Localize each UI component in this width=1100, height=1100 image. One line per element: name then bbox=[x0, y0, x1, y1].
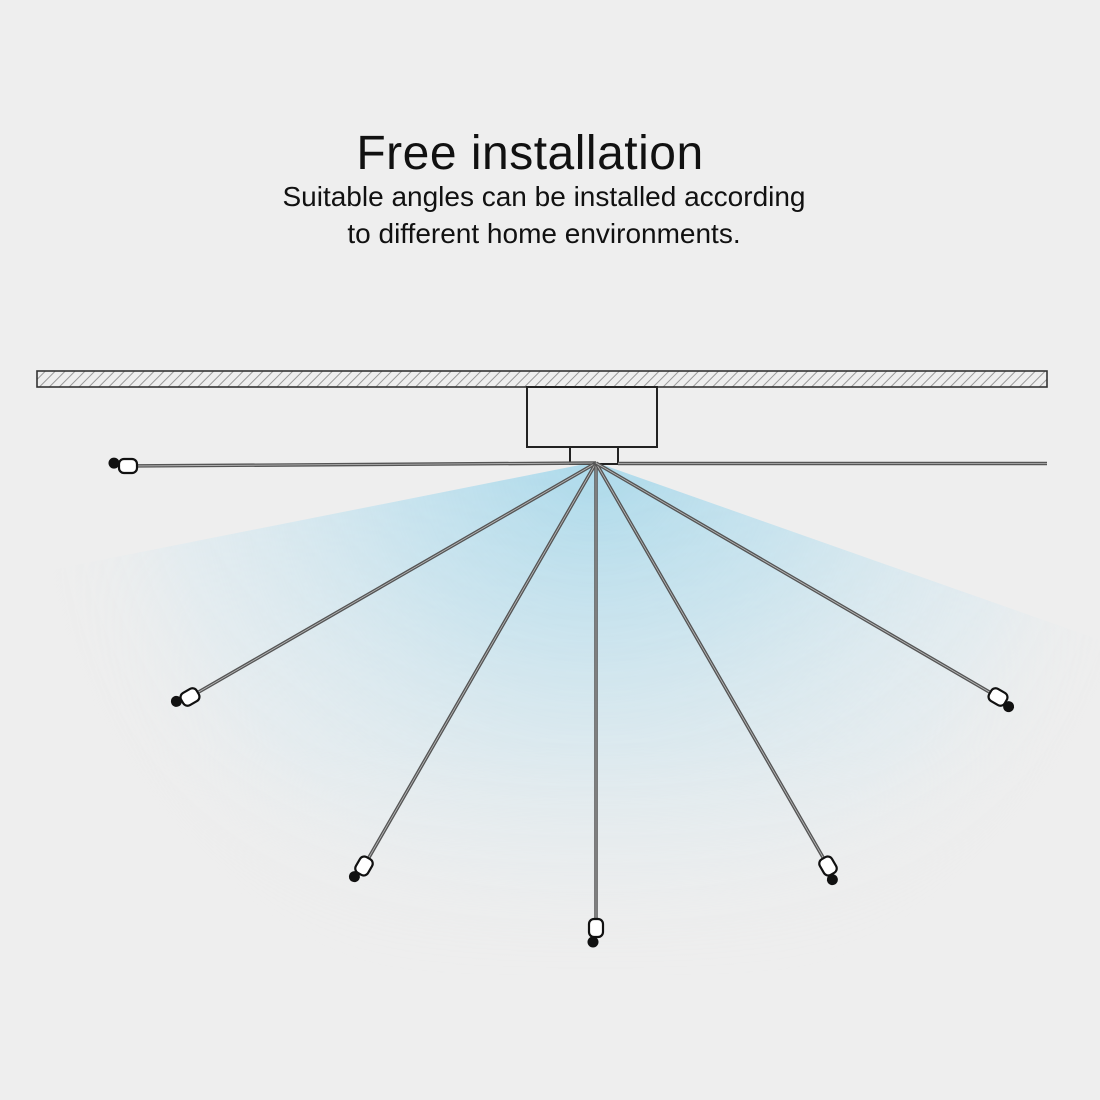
light-head bbox=[348, 855, 374, 883]
light-head-body bbox=[587, 917, 605, 939]
light-head-tip bbox=[1003, 701, 1015, 713]
arm-rod-highlight bbox=[137, 462, 597, 467]
mount-box bbox=[526, 386, 658, 448]
light-head-tip bbox=[170, 695, 182, 707]
arm-vertical bbox=[587, 463, 605, 948]
arm-lower-left bbox=[170, 461, 597, 707]
arm-rod-highlight bbox=[368, 462, 597, 858]
light-head bbox=[170, 687, 201, 707]
light-head-body bbox=[179, 687, 201, 707]
arm-lower-right bbox=[595, 461, 1015, 713]
arm-rod-highlight bbox=[198, 462, 597, 693]
light-head bbox=[987, 687, 1015, 713]
light-head-tip bbox=[587, 936, 599, 948]
ceiling-hatched bbox=[36, 370, 1048, 388]
light-head-body bbox=[987, 687, 1009, 707]
arm-left-steep bbox=[348, 462, 598, 883]
light-head-tip bbox=[108, 457, 120, 469]
light-head-body bbox=[117, 457, 139, 475]
light-head-body bbox=[818, 855, 838, 877]
subtitle-line-2: to different home environments. bbox=[347, 218, 741, 249]
light-head-tip bbox=[826, 874, 838, 886]
light-head bbox=[818, 855, 838, 886]
subtitle-line-1: Suitable angles can be installed accordi… bbox=[282, 181, 806, 212]
arm-right-steep bbox=[594, 462, 838, 886]
page-title: Free installation bbox=[356, 127, 704, 180]
light-head bbox=[587, 917, 605, 948]
light-head bbox=[108, 457, 139, 475]
page-subtitle: Suitable angles can be installed accordi… bbox=[0, 178, 1094, 252]
light-head-tip bbox=[348, 871, 360, 883]
arm-left-horizontal bbox=[108, 457, 597, 475]
light-head-body bbox=[354, 855, 374, 877]
arm-rod-highlight bbox=[595, 462, 990, 693]
arm-rod-highlight bbox=[595, 462, 824, 858]
